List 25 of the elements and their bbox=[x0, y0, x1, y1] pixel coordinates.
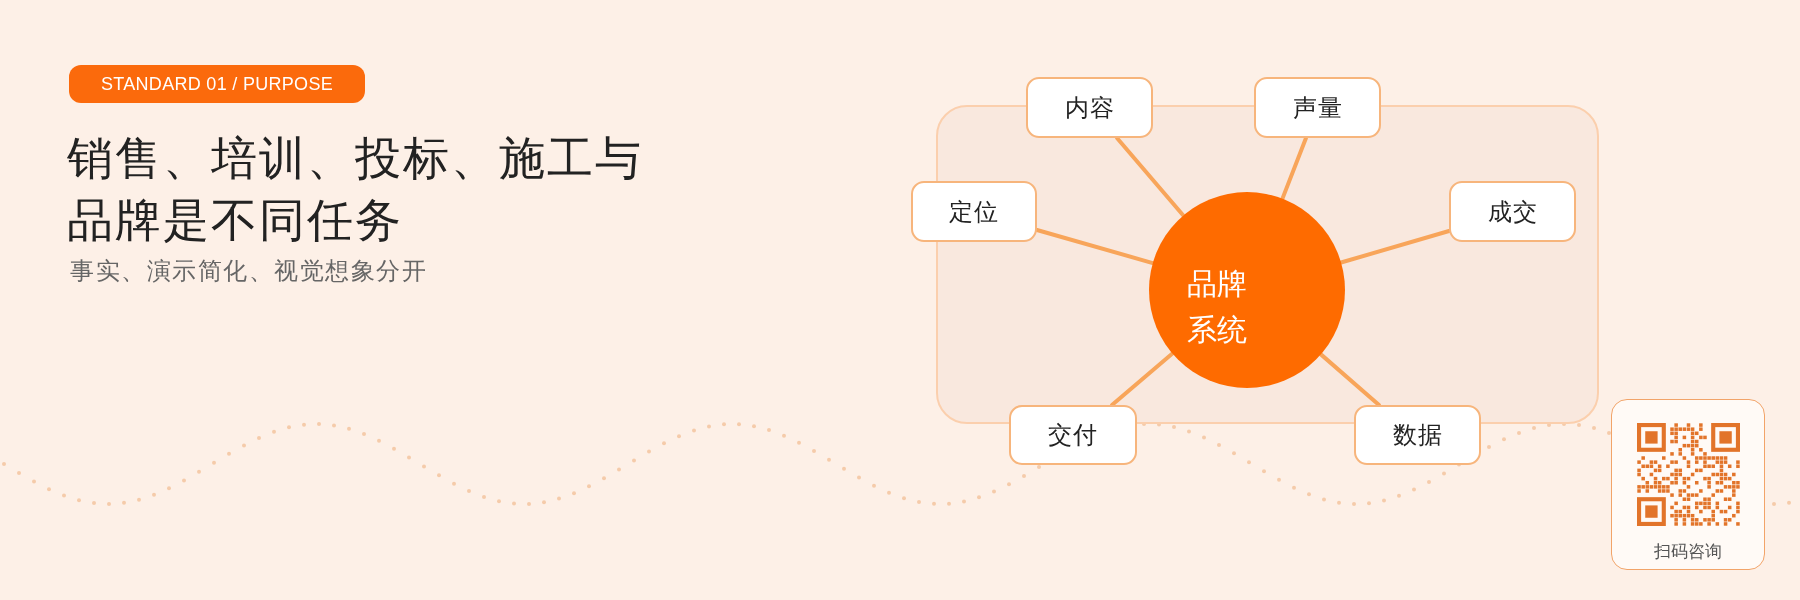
keyword-label: 定位 bbox=[949, 196, 999, 228]
keyword-label: 成交 bbox=[1487, 196, 1538, 228]
connector-line bbox=[1115, 136, 1186, 218]
tag-label: STANDARD 01 / PURPOSE bbox=[101, 73, 333, 95]
keyword-box bbox=[1354, 405, 1481, 465]
connector-line bbox=[1339, 229, 1451, 265]
keyword-box bbox=[911, 181, 1037, 242]
keyword-label: 声量 bbox=[1292, 92, 1343, 124]
connector-line bbox=[1035, 228, 1155, 266]
qr-caption: 扫码咨询 bbox=[1654, 540, 1722, 563]
connector-line bbox=[1318, 352, 1381, 407]
keyword-box bbox=[1449, 181, 1576, 242]
keyword-box bbox=[1009, 405, 1137, 465]
connector-line bbox=[1280, 136, 1308, 201]
subtitle: 事实、演示简化、视觉想象分开 bbox=[70, 256, 427, 287]
keyword-label: 数据 bbox=[1392, 420, 1443, 451]
hub-label: 品牌系统 bbox=[1187, 265, 1249, 349]
qr-card bbox=[1611, 399, 1765, 570]
keyword-label: 交付 bbox=[1048, 420, 1098, 451]
keyword-label: 内容 bbox=[1064, 92, 1115, 124]
tag-pill bbox=[69, 65, 365, 103]
title: 销售、培训、投标、施工与品牌是不同任务 bbox=[67, 130, 644, 249]
keyword-box bbox=[1026, 77, 1153, 138]
connector-line bbox=[1110, 351, 1175, 407]
keyword-box bbox=[1254, 77, 1381, 138]
